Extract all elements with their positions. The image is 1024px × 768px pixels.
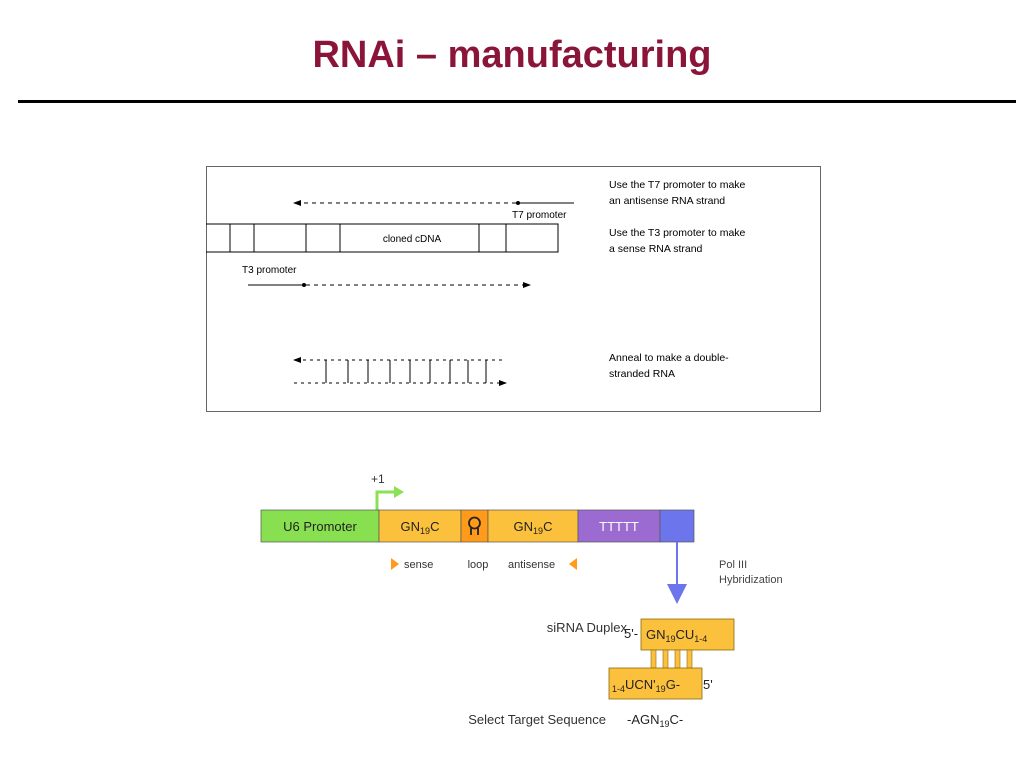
- note-t3-line1: Use the T3 promoter to make: [609, 227, 746, 239]
- antisense-direction-icon: [569, 558, 577, 570]
- hybridization-label: Hybridization: [719, 574, 783, 586]
- sirna-bottom-strand: [608, 667, 703, 700]
- note-t7-line2: an antisense RNA strand: [609, 195, 725, 207]
- plus-one-label: +1: [371, 472, 385, 486]
- t3-promoter-label: T3 promoter: [242, 265, 297, 276]
- cdna-vector-box: [229, 223, 559, 253]
- loop-block: [460, 509, 489, 543]
- loop-label: loop: [468, 559, 489, 571]
- antisense-gnc-label: GN19C: [514, 519, 553, 536]
- sirna-top-strand: [640, 618, 735, 651]
- pol-iii-block: [659, 509, 695, 543]
- target-sequence: -AGN19C-: [627, 712, 683, 729]
- sirna-duplex-label: siRNA Duplex: [547, 620, 628, 635]
- bottom-strand-5prime: 5': [703, 677, 713, 692]
- select-target-label: Select Target Sequence: [468, 712, 606, 727]
- loop-icon: [468, 516, 481, 535]
- sirna-top-strand-label: GN19CU1-4: [646, 627, 707, 644]
- note-t3-line2: a sense RNA strand: [609, 243, 703, 255]
- note-anneal-line1: Anneal to make a double-: [609, 352, 729, 364]
- top-strand-5prime: 5'-: [624, 626, 638, 641]
- sense-direction-icon: [391, 558, 399, 570]
- title-divider: [18, 100, 1016, 103]
- ttttt-label: TTTTT: [599, 519, 639, 534]
- u6-promoter-block: [260, 509, 380, 543]
- base-pair-rungs: [650, 649, 693, 669]
- t7-promoter-label: T7 promoter: [512, 210, 567, 221]
- page-title: RNAi – manufacturing: [312, 34, 712, 76]
- shrna-cassette-diagram: +1 U6 Promoter GN19C GN19C TTTTT sense l…: [260, 472, 783, 729]
- sense-label: sense: [404, 559, 433, 571]
- transcription-start-arrow: [375, 490, 396, 510]
- sense-gnc-label: GN19C: [401, 519, 440, 536]
- t7-start-dot: [516, 201, 520, 205]
- cloned-cdna-label: cloned cDNA: [383, 234, 442, 245]
- sirna-bottom-strand-label: 1-4UCN'19G-: [612, 677, 680, 694]
- cdna-transcription-diagram: T7 promoter cloned cDNA T3 promoter Use …: [206, 166, 821, 412]
- note-anneal-line2: stranded RNA: [609, 368, 675, 380]
- pol-iii-label: Pol III: [719, 559, 747, 571]
- double-stranded-rna: [293, 357, 507, 386]
- u6-promoter-label: U6 Promoter: [283, 519, 357, 534]
- diagram-frame: [206, 166, 821, 412]
- antisense-label: antisense: [508, 559, 555, 571]
- ttttt-terminator-block: [577, 509, 661, 543]
- note-t7-line1: Use the T7 promoter to make: [609, 179, 746, 191]
